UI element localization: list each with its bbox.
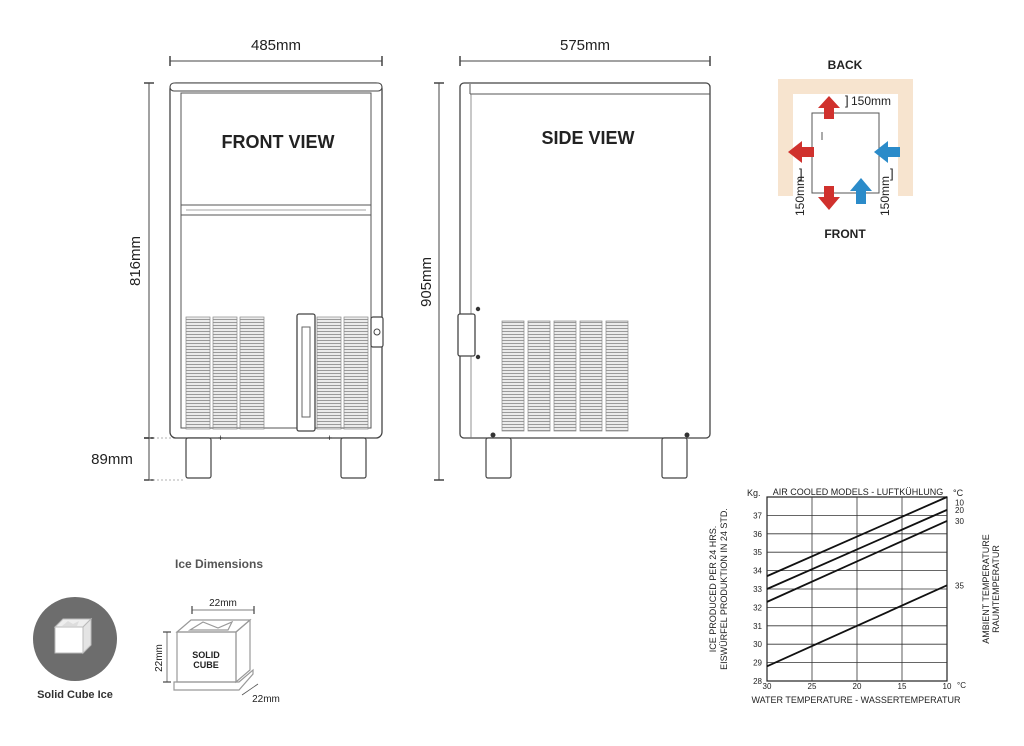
y-tick-label: 37 bbox=[753, 511, 762, 520]
ice-cube-icon bbox=[53, 617, 93, 655]
front-power-switch bbox=[370, 316, 384, 348]
front-leg-left bbox=[185, 437, 212, 479]
y-tick-label: 35 bbox=[753, 548, 762, 557]
front-grille-1 bbox=[185, 316, 211, 430]
y-tick-label: 33 bbox=[753, 585, 762, 594]
series-line-30 bbox=[766, 520, 948, 603]
ice-dimensions-heading: Ice Dimensions bbox=[175, 557, 263, 571]
ice-cube-label-1: SOLID bbox=[192, 650, 220, 660]
x-tick-label: 20 bbox=[853, 682, 862, 691]
clearance-front-label: FRONT bbox=[824, 227, 866, 241]
ambient-label-30: 30 bbox=[955, 517, 964, 526]
hot-air-up-arrow bbox=[818, 96, 840, 119]
front-width-label: 485mm bbox=[251, 37, 301, 54]
x-tick-label: 25 bbox=[808, 682, 817, 691]
chart-right-label-1: AMBIENT TEMPERATURE bbox=[981, 534, 991, 644]
series-line-10 bbox=[766, 496, 948, 577]
side-grille-2 bbox=[527, 320, 551, 432]
ambient-label-20: 20 bbox=[955, 506, 964, 515]
front-legs-label: 89mm bbox=[91, 451, 133, 468]
clearance-diagram: BACK 150mm ] 150mm ] 150mm ] bbox=[778, 58, 913, 241]
chart-x-label: WATER TEMPERATURE - WASSERTEMPERATUR bbox=[751, 695, 961, 705]
clearance-back-label: BACK bbox=[828, 58, 863, 72]
y-tick-label: 31 bbox=[753, 622, 762, 631]
y-tick-label: 28 bbox=[753, 677, 762, 686]
clearance-top-gap: 150mm bbox=[851, 94, 891, 108]
chart-y-unit: Kg. bbox=[747, 488, 761, 498]
chart-right-label-2: RAUMTEMPERATUR bbox=[991, 545, 1001, 633]
chart-x-unit: °C bbox=[957, 681, 966, 690]
svg-text:]: ] bbox=[845, 93, 849, 108]
clearance-unit-outline bbox=[811, 112, 880, 194]
chart-y-label-2: EISWÜRFEL PRODUKTION IN 24 STD. bbox=[719, 508, 729, 670]
front-grille-3 bbox=[239, 316, 265, 430]
side-leg-left bbox=[485, 437, 512, 479]
y-tick-label: 36 bbox=[753, 530, 762, 539]
hot-air-left-arrow bbox=[788, 141, 814, 163]
ice-dimensions: Ice Dimensions SOLID CUBE 22mm 22mm 22mm bbox=[154, 557, 280, 705]
clearance-left-gap: 150mm bbox=[793, 176, 807, 216]
chart-title: AIR COOLED MODELS - LUFTKÜHLUNG bbox=[773, 487, 944, 497]
side-view: 575mm 905mm SIDE VIEW bbox=[418, 37, 711, 481]
back-wall bbox=[778, 79, 913, 94]
side-grille-1 bbox=[501, 320, 525, 432]
cold-air-up-arrow bbox=[850, 178, 872, 204]
side-depth-label: 575mm bbox=[560, 37, 610, 54]
side-grille-4 bbox=[579, 320, 603, 432]
front-grille-2 bbox=[212, 316, 238, 430]
x-tick-label: 15 bbox=[898, 682, 907, 691]
solid-cube-caption: Solid Cube Ice bbox=[37, 689, 113, 701]
ice-dim-side: 22mm bbox=[154, 644, 165, 672]
front-leg-right bbox=[340, 437, 367, 479]
ice-dim-depth: 22mm bbox=[252, 694, 280, 705]
side-view-title: SIDE VIEW bbox=[541, 128, 634, 148]
chart-right-unit: °C bbox=[953, 488, 964, 498]
y-tick-label: 30 bbox=[753, 640, 762, 649]
side-height-label: 905mm bbox=[418, 257, 435, 307]
ambient-label-10: 10 bbox=[955, 499, 964, 508]
front-grille-4 bbox=[316, 316, 342, 430]
solid-cube-badge bbox=[33, 597, 117, 681]
clearance-right-gap: 150mm bbox=[878, 176, 892, 216]
front-door-handle bbox=[296, 313, 316, 432]
side-handle bbox=[457, 313, 476, 357]
y-tick-label: 34 bbox=[753, 567, 762, 576]
left-wall bbox=[778, 94, 793, 196]
svg-text:+: + bbox=[327, 433, 332, 443]
svg-text:]: ] bbox=[890, 166, 894, 181]
front-view-title: FRONT VIEW bbox=[222, 132, 335, 152]
front-grille-5 bbox=[343, 316, 369, 430]
chart-x-ticks: 30 25 20 15 10 bbox=[763, 682, 952, 691]
y-tick-label: 29 bbox=[753, 659, 762, 668]
series-line-35 bbox=[766, 584, 948, 668]
chart-series bbox=[766, 496, 948, 668]
svg-text:+: + bbox=[218, 433, 223, 443]
ice-dim-top: 22mm bbox=[209, 598, 237, 609]
side-leg-right bbox=[661, 437, 688, 479]
ambient-label-35: 35 bbox=[955, 581, 964, 590]
ice-cube-label-2: CUBE bbox=[193, 660, 219, 670]
x-tick-label: 10 bbox=[943, 682, 952, 691]
hot-air-down-arrow bbox=[818, 186, 840, 210]
series-line-20 bbox=[766, 509, 948, 590]
front-view: 485mm 816mm 89mm FRONT VIEW + + bbox=[91, 37, 384, 481]
y-tick-label: 32 bbox=[753, 603, 762, 612]
right-wall bbox=[898, 94, 913, 196]
solid-cube-drawing bbox=[173, 618, 254, 691]
chart-y-label-1: ICE PRODUCED PER 24 HRS. bbox=[708, 526, 718, 653]
svg-text:]: ] bbox=[799, 166, 803, 181]
chart-y-ticks: 28 29 30 31 32 33 34 35 36 37 bbox=[753, 511, 762, 686]
side-grille-5 bbox=[605, 320, 629, 432]
cold-air-left-arrow bbox=[874, 141, 900, 163]
front-height-label: 816mm bbox=[127, 236, 144, 286]
side-grille-3 bbox=[553, 320, 577, 432]
x-tick-label: 30 bbox=[763, 682, 772, 691]
